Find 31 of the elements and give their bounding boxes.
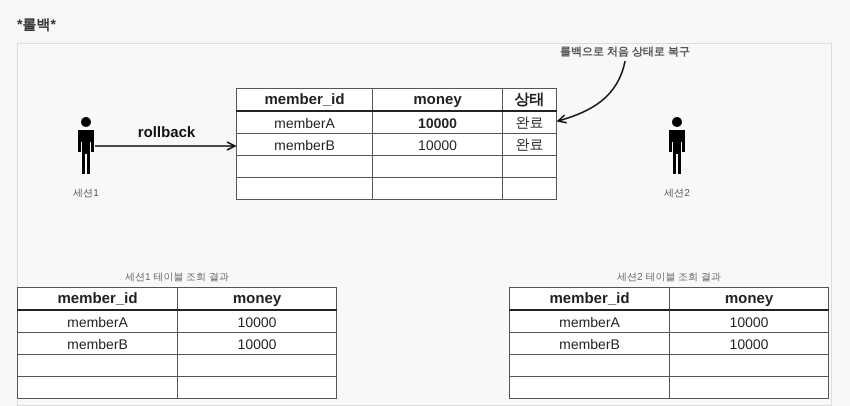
- header-cell: member_id: [236, 88, 372, 111]
- person-label: 세션1: [72, 187, 100, 200]
- table-cell: memberA: [236, 111, 372, 134]
- table-cell: 10000: [178, 310, 336, 332]
- table-cell: 10000: [372, 111, 502, 134]
- table-cell: 10000: [670, 332, 828, 354]
- callout-text: 롤백으로 처음 상태로 복구: [560, 44, 690, 59]
- table-cell: memberA: [18, 310, 178, 332]
- person-label: 세션2: [663, 187, 691, 200]
- table-cell: 완료: [502, 111, 556, 134]
- header-cell: 상태: [502, 88, 556, 111]
- table-cell: 10000: [178, 332, 336, 354]
- arrow: [557, 60, 626, 124]
- edge-label: rollback: [136, 124, 196, 141]
- data-table: [236, 88, 557, 200]
- table-cell: 완료: [502, 134, 556, 156]
- table-cell: 10000: [670, 310, 828, 332]
- table-cell: memberA: [510, 310, 670, 332]
- header-cell: money: [372, 88, 502, 111]
- table-caption: 세션2 테이블 조회 결과: [616, 271, 722, 284]
- header-cell: money: [670, 288, 828, 310]
- title: *롤백*: [17, 16, 56, 34]
- table-cell: 10000: [372, 134, 502, 156]
- header-cell: member_id: [18, 288, 178, 310]
- table-caption: 세션1 테이블 조회 결과: [124, 271, 230, 284]
- table-cell: memberB: [18, 332, 178, 354]
- arrow: [95, 141, 236, 151]
- header-cell: member_id: [510, 288, 670, 310]
- table-cell: memberB: [510, 332, 670, 354]
- header-cell: money: [178, 288, 336, 310]
- table-cell: memberB: [236, 134, 372, 156]
